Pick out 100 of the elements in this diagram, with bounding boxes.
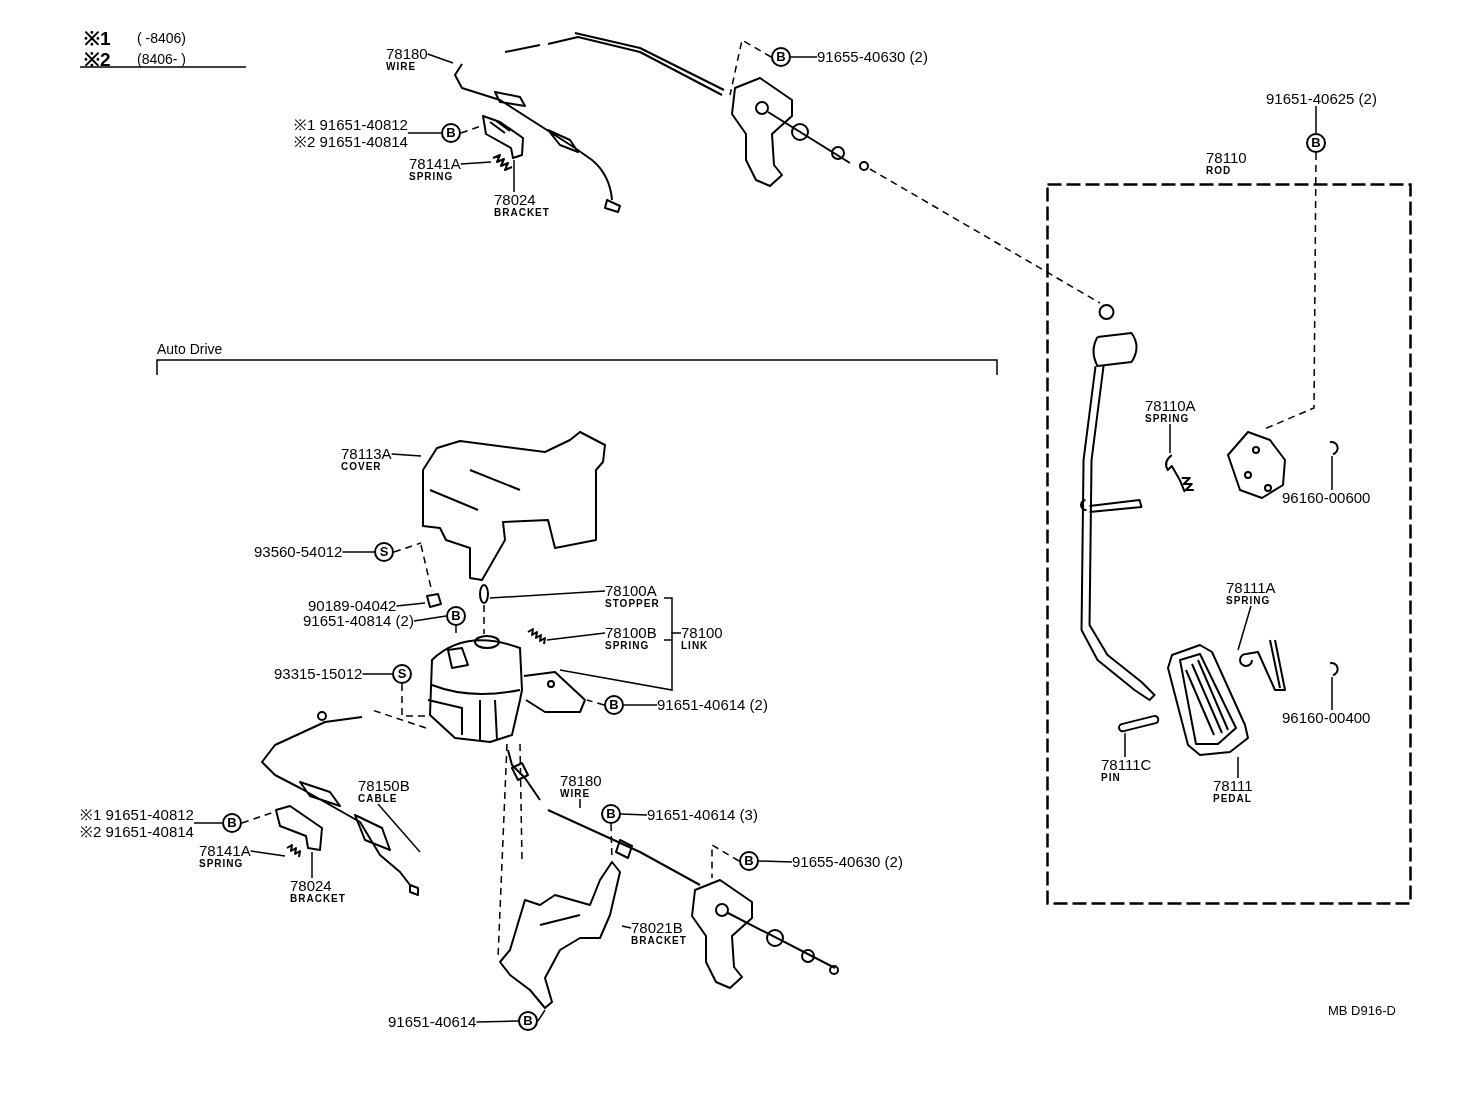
leader-line (621, 925, 632, 929)
part-number: 78111 (1213, 778, 1253, 793)
leader-line (623, 704, 658, 706)
leader-line (1237, 756, 1239, 779)
part-number: 78150B (358, 778, 410, 793)
part-number: ※2 91651-40814 (294, 134, 408, 149)
leader-line (426, 53, 454, 64)
part-name: SPRING (605, 640, 651, 651)
circled-letter-symbol: B (518, 1011, 538, 1031)
leader-line (579, 798, 581, 809)
note-text: ( -8406) (137, 30, 187, 46)
part-number: ※2 91651-40814 (80, 824, 194, 839)
part-name: SPRING (409, 171, 455, 182)
part-name: SPRING (1145, 413, 1191, 424)
part-name: WIRE (386, 61, 418, 72)
leader-line (249, 850, 286, 857)
circled-letter-symbol: B (446, 606, 466, 626)
part-name: STOPPER (605, 598, 660, 609)
leader-line (475, 1020, 519, 1023)
circled-letter-symbol: B (601, 804, 621, 824)
part-number: 78100A (605, 583, 658, 598)
part-number: 91655-40630 (2) (817, 49, 928, 64)
leader-line (559, 632, 682, 691)
circled-letter-symbol: B (441, 123, 461, 143)
circled-letter-symbol: B (739, 851, 759, 871)
part-number: 91651-40625 (2) (1266, 91, 1377, 106)
part-name: SPRING (1226, 595, 1272, 606)
part-number: 78100B (605, 625, 657, 640)
circled-letter-symbol: B (604, 695, 624, 715)
leader-line (1315, 105, 1317, 134)
dashed-leader-line (483, 604, 485, 635)
part-name: WIRE (560, 788, 592, 799)
part-number: 96160-00600 (1282, 490, 1371, 505)
circled-letter-symbol: B (222, 813, 242, 833)
part-name: CABLE (358, 793, 399, 804)
part-number: ※1 91651-40812 (294, 117, 408, 132)
leader-line (390, 453, 422, 457)
dashed-leader-line (455, 625, 457, 635)
part-number: 78113A (341, 446, 392, 461)
leader-line (395, 602, 426, 607)
part-number: ※1 91651-40812 (80, 807, 194, 822)
part-name: SPRING (199, 858, 245, 869)
part-name: BRACKET (631, 935, 687, 946)
dashed-leader-line (586, 699, 605, 706)
section-title: Auto Drive (157, 341, 223, 357)
part-number: 78180 (560, 773, 602, 788)
part-number: 78141A (199, 843, 251, 858)
part-name: ROD (1206, 165, 1233, 176)
circled-letter-symbol: S (374, 542, 394, 562)
leader-line (341, 551, 375, 553)
leader-line (193, 822, 223, 824)
leader-line (790, 56, 818, 58)
part-number: 78021B (631, 920, 684, 935)
leader-line (311, 851, 313, 879)
leader-line (758, 860, 793, 863)
leader-line (377, 803, 421, 853)
part-number: 78024 (290, 878, 333, 893)
dashed-leader-line (460, 125, 482, 134)
part-number: 91651-40614 (2) (657, 697, 768, 712)
part-number: 91651-40614 (388, 1014, 477, 1029)
part-name: PIN (1101, 772, 1122, 783)
dashed-leader-line (711, 843, 740, 879)
part-number: 91651-40614 (3) (647, 807, 758, 822)
drawing-code: MB D916-D (1328, 1003, 1396, 1018)
part-number: 78100 (681, 625, 723, 640)
leader-line (1169, 423, 1171, 454)
part-number: 91651-40814 (2) (303, 613, 414, 628)
leader-line (361, 673, 393, 675)
leader-line (546, 632, 606, 641)
dashed-leader-line (401, 683, 427, 717)
circled-letter-symbol: B (771, 47, 791, 67)
leader-line (1331, 455, 1333, 491)
leader-line (1124, 732, 1126, 758)
leader-line (513, 159, 515, 193)
part-number: 93560-54012 (254, 544, 343, 559)
part-number: 93315-15012 (274, 666, 363, 681)
dashed-leader-line (393, 542, 422, 553)
part-number: 91655-40630 (2) (792, 854, 903, 869)
leader-line (1237, 605, 1252, 651)
note-text: ※2 (84, 48, 111, 72)
leader-line (459, 161, 492, 165)
dashed-leader-line (729, 38, 772, 96)
leader-line (407, 132, 442, 134)
part-name: BRACKET (494, 207, 550, 218)
leader-line (489, 590, 606, 599)
part-number: 78110 (1206, 150, 1247, 165)
circled-letter-symbol: S (392, 664, 412, 684)
note-text: ※1 (84, 27, 111, 51)
leader-line (1331, 676, 1333, 711)
dashed-leader-line (519, 743, 523, 861)
part-number: 78024 (494, 192, 537, 207)
leader-line (413, 615, 447, 622)
part-number: 78180 (386, 46, 428, 61)
part-name: LINK (681, 640, 710, 651)
part-name: COVER (341, 461, 383, 472)
note-text: (8406- ) (137, 51, 187, 67)
part-number: 90189-04042 (308, 598, 397, 613)
leader-line (620, 813, 648, 816)
leader-line (537, 1009, 546, 1022)
dashed-leader-line (371, 709, 427, 729)
